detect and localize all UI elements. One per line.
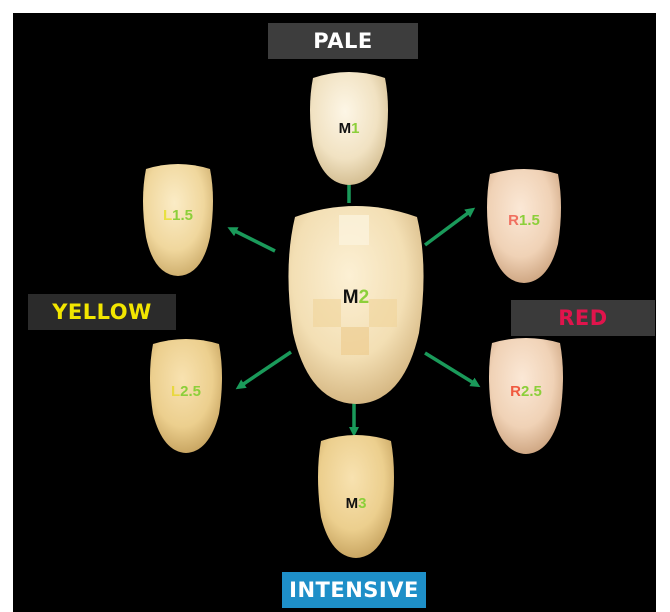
tooth-m3: M3 <box>313 431 399 559</box>
diagram-canvas: PALE YELLOW RED INTENSIVE <box>13 13 656 612</box>
tooth-r1-5: R1.5 <box>482 166 566 284</box>
tooth-m2: M2 <box>283 201 429 405</box>
arrow-down-right <box>425 353 477 385</box>
arrow-up-right <box>425 210 472 245</box>
arrow-up-left <box>231 229 275 251</box>
tooth-r2-5: R2.5 <box>484 335 568 455</box>
tooth-l2-5: L2.5 <box>145 336 227 454</box>
tooth-m1: M1 <box>305 68 393 186</box>
tooth-l1-5: L1.5 <box>138 161 218 277</box>
